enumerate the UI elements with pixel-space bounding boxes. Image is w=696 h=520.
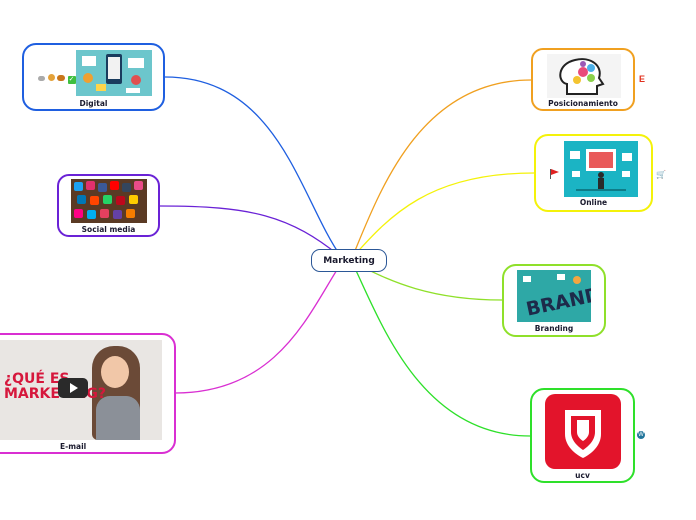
central-topic[interactable]: Marketing — [311, 249, 387, 272]
video-headline-line1: ¿QUÉ ES — [4, 371, 70, 387]
central-topic-label: Marketing — [323, 255, 375, 266]
posicionamiento-marker: E — [639, 74, 646, 84]
node-online[interactable]: Online — [534, 134, 653, 212]
node-posicionamiento-label: Posicionamiento — [548, 99, 618, 108]
video-headline: ¿QUÉ ES MARKETING? — [4, 372, 106, 402]
node-social-media-label: Social media — [81, 225, 136, 234]
branding-image: BRAND — [517, 270, 591, 322]
play-button-icon[interactable] — [58, 378, 88, 398]
cookie-icon — [47, 74, 55, 81]
social-media-image — [71, 179, 147, 223]
burger-icon — [57, 75, 66, 81]
link-digital — [164, 76, 343, 259]
node-branding-label: Branding — [534, 324, 574, 333]
video-presenter-shirt — [96, 396, 140, 440]
video-headline-line2: MARKETING? — [4, 386, 107, 402]
branding-word: BRAND — [524, 283, 591, 320]
cart-icon: 🛒 — [656, 170, 666, 179]
node-digital-label: Digital — [79, 99, 108, 108]
check-icon: ✓ — [67, 76, 76, 84]
video-presenter-face — [101, 356, 129, 388]
posicionamiento-image — [547, 54, 621, 98]
head-gears-illustration — [559, 58, 605, 95]
icons-cluster: ✓ — [38, 74, 78, 84]
node-social-media[interactable]: Social media — [57, 174, 160, 237]
link-online — [351, 172, 535, 259]
gamepad-icon — [38, 76, 45, 81]
ucv-shield-icon — [565, 410, 601, 458]
online-illustration — [570, 149, 632, 191]
email-video-thumbnail[interactable]: ¿QUÉ ES MARKETING? — [0, 340, 162, 440]
ucv-logo — [545, 394, 621, 469]
node-online-label: Online — [579, 198, 608, 207]
link-social — [159, 205, 343, 259]
node-ucv[interactable]: ucv — [530, 388, 635, 483]
online-image — [564, 141, 638, 197]
branding-illustration: BRAND — [523, 274, 591, 321]
play-triangle-icon — [70, 383, 78, 393]
social-media-illustration — [74, 181, 143, 219]
digital-illustration — [82, 54, 144, 93]
node-email[interactable]: ¿QUÉ ES MARKETING? E-mail — [0, 333, 176, 454]
digital-image — [76, 50, 152, 96]
node-ucv-label: ucv — [575, 471, 590, 480]
link-ucv — [351, 261, 531, 437]
node-posicionamiento[interactable]: Posicionamiento — [531, 48, 635, 111]
node-digital[interactable]: ✓ Digital — [22, 43, 165, 111]
node-email-label: E-mail — [60, 442, 87, 451]
node-branding[interactable]: BRAND Branding — [502, 264, 606, 337]
wordpress-icon: W — [637, 431, 645, 439]
link-email — [174, 261, 343, 394]
link-posicionamiento — [351, 79, 532, 259]
flag-icon — [550, 169, 559, 179]
